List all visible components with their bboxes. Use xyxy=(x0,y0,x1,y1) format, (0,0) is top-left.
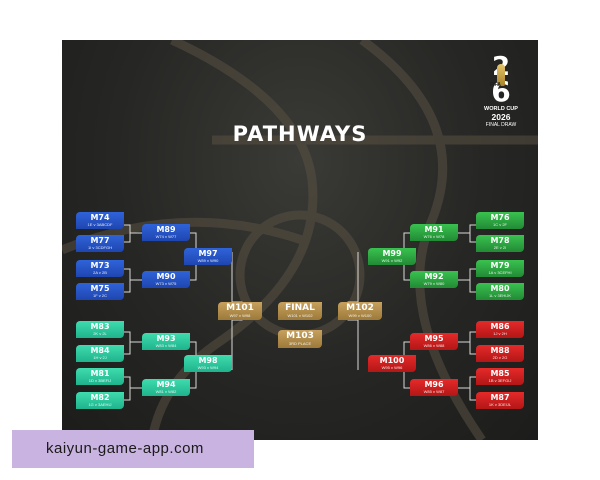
logo-line-3: FINAL DRAW xyxy=(485,121,517,128)
trophy-shape xyxy=(497,64,505,86)
bracket-poster: PATHWAYS 2 6 FIFA WORLD CUP 2026 FINAL D… xyxy=(62,40,538,440)
logo-year: 2026 xyxy=(491,111,511,122)
watermark-banner: kaiyun-game-app.com xyxy=(12,430,254,468)
logo-digit-bottom: 6 xyxy=(491,75,511,108)
page-title: PATHWAYS xyxy=(232,122,368,146)
logo-line-1: WORLD CUP xyxy=(484,106,518,112)
world-cup-logo: 2 6 FIFA WORLD CUP 2026 FINAL DRAW xyxy=(478,54,524,130)
logo-brand: FIFA xyxy=(490,82,501,88)
bracket-connector-lines xyxy=(124,224,476,401)
trophy-icon: 2 6 FIFA xyxy=(486,54,516,106)
